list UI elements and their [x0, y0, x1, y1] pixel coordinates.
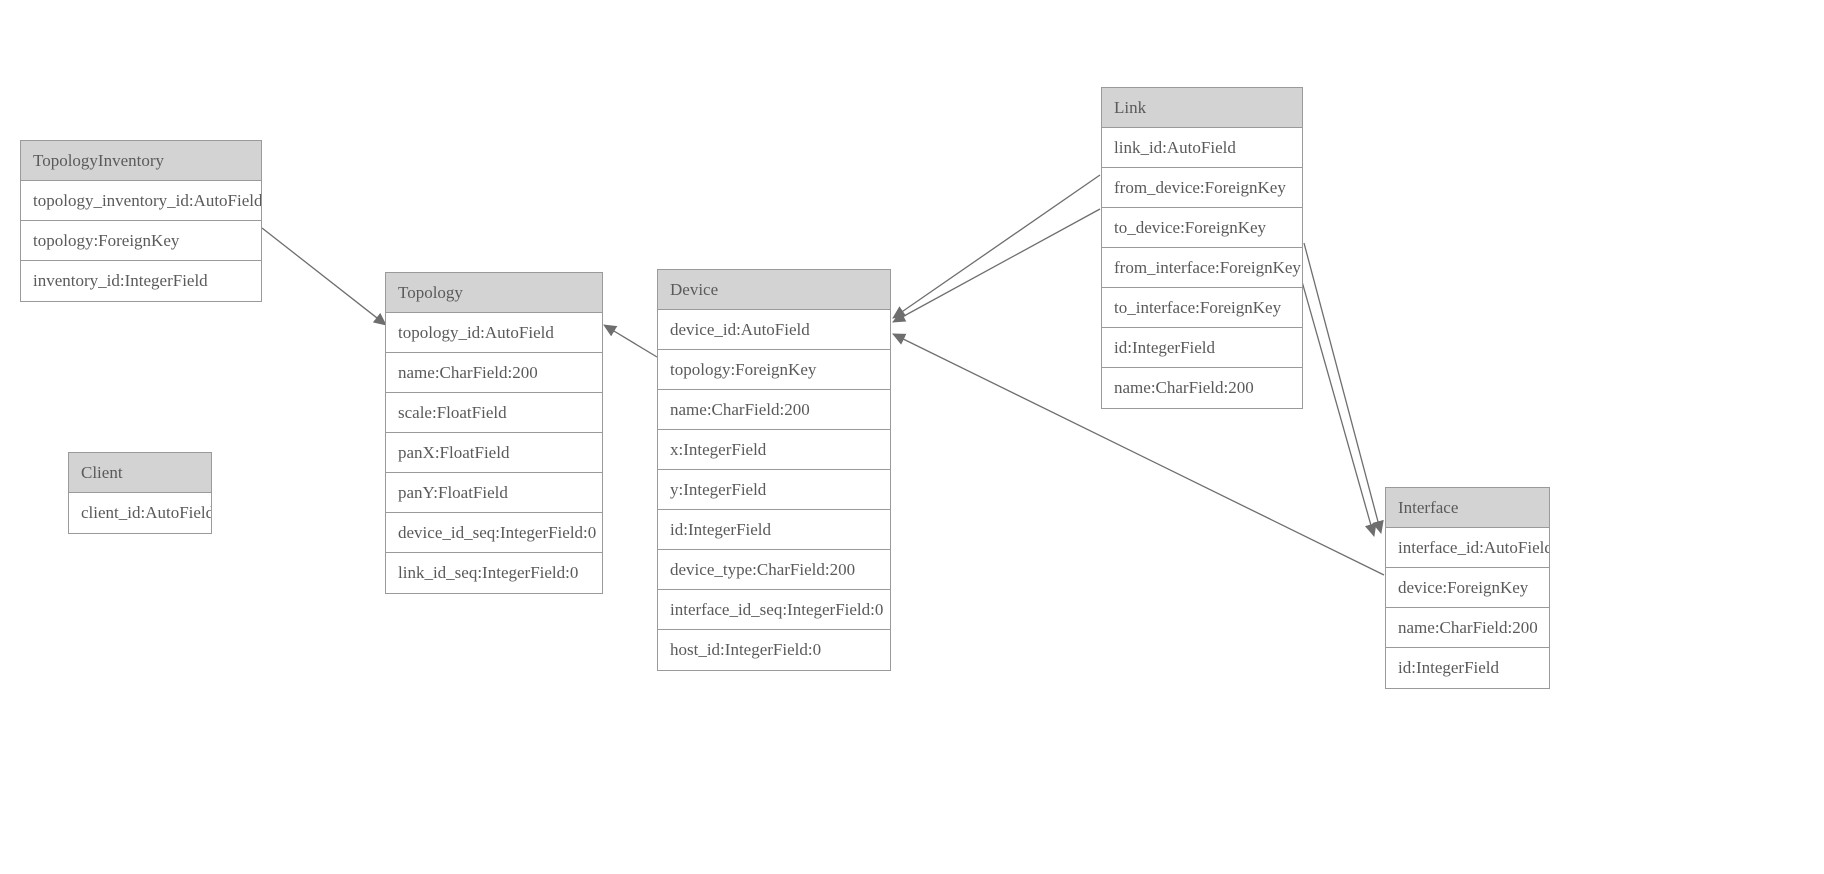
field-topology-name: name:CharField:200 — [386, 353, 602, 393]
entity-title-topology: Topology — [386, 273, 602, 313]
field-topology-panx: panX:FloatField — [386, 433, 602, 473]
field-link-name: name:CharField:200 — [1102, 368, 1302, 408]
field-client-id: client_id:AutoField — [69, 493, 211, 533]
field-device-type: device_type:CharField:200 — [658, 550, 890, 590]
field-interface-device: device:ForeignKey — [1386, 568, 1549, 608]
field-topology-id: topology_id:AutoField — [386, 313, 602, 353]
field-interface-id: interface_id:AutoField — [1386, 528, 1549, 568]
entity-title-interface: Interface — [1386, 488, 1549, 528]
field-device-host-id: host_id:IntegerField:0 — [658, 630, 890, 670]
field-topology-scale: scale:FloatField — [386, 393, 602, 433]
field-topology-pany: panY:FloatField — [386, 473, 602, 513]
field-inventory-id: inventory_id:IntegerField — [21, 261, 261, 301]
entity-interface[interactable]: Interface interface_id:AutoField device:… — [1385, 487, 1550, 689]
entity-topology[interactable]: Topology topology_id:AutoField name:Char… — [385, 272, 603, 594]
field-device-y: y:IntegerField — [658, 470, 890, 510]
field-device-interface-id-seq: interface_id_seq:IntegerField:0 — [658, 590, 890, 630]
edge-topologyinventory-to-topology — [261, 227, 387, 326]
field-topology-foreignkey: topology:ForeignKey — [21, 221, 261, 261]
edge-link-from-device-to-device — [892, 174, 1101, 319]
field-link-id-integer: id:IntegerField — [1102, 328, 1302, 368]
field-interface-name: name:CharField:200 — [1386, 608, 1549, 648]
field-link-id: link_id:AutoField — [1102, 128, 1302, 168]
field-interface-id-integer: id:IntegerField — [1386, 648, 1549, 688]
field-device-id-integer: id:IntegerField — [658, 510, 890, 550]
entity-device[interactable]: Device device_id:AutoField topology:Fore… — [657, 269, 891, 671]
edge-device-to-topology — [603, 324, 658, 358]
entity-topologyinventory[interactable]: TopologyInventory topology_inventory_id:… — [20, 140, 262, 302]
edge-link-from-interface-to-interface — [1303, 242, 1384, 534]
field-device-id: device_id:AutoField — [658, 310, 890, 350]
field-topology-device-id-seq: device_id_seq:IntegerField:0 — [386, 513, 602, 553]
entity-title-topologyinventory: TopologyInventory — [21, 141, 261, 181]
field-link-to-device: to_device:ForeignKey — [1102, 208, 1302, 248]
field-link-from-device: from_device:ForeignKey — [1102, 168, 1302, 208]
entity-title-client: Client — [69, 453, 211, 493]
field-link-from-interface: from_interface:ForeignKey — [1102, 248, 1302, 288]
field-device-x: x:IntegerField — [658, 430, 890, 470]
entity-title-link: Link — [1102, 88, 1302, 128]
entity-client[interactable]: Client client_id:AutoField — [68, 452, 212, 534]
entity-title-device: Device — [658, 270, 890, 310]
entity-link[interactable]: Link link_id:AutoField from_device:Forei… — [1101, 87, 1303, 409]
field-link-to-interface: to_interface:ForeignKey — [1102, 288, 1302, 328]
field-topology-link-id-seq: link_id_seq:IntegerField:0 — [386, 553, 602, 593]
field-device-name: name:CharField:200 — [658, 390, 890, 430]
field-device-topology: topology:ForeignKey — [658, 350, 890, 390]
edge-link-to-interface-to-interface — [1300, 277, 1377, 537]
edge-link-to-device-to-device — [892, 208, 1101, 323]
field-topology-inventory-id: topology_inventory_id:AutoField — [21, 181, 261, 221]
